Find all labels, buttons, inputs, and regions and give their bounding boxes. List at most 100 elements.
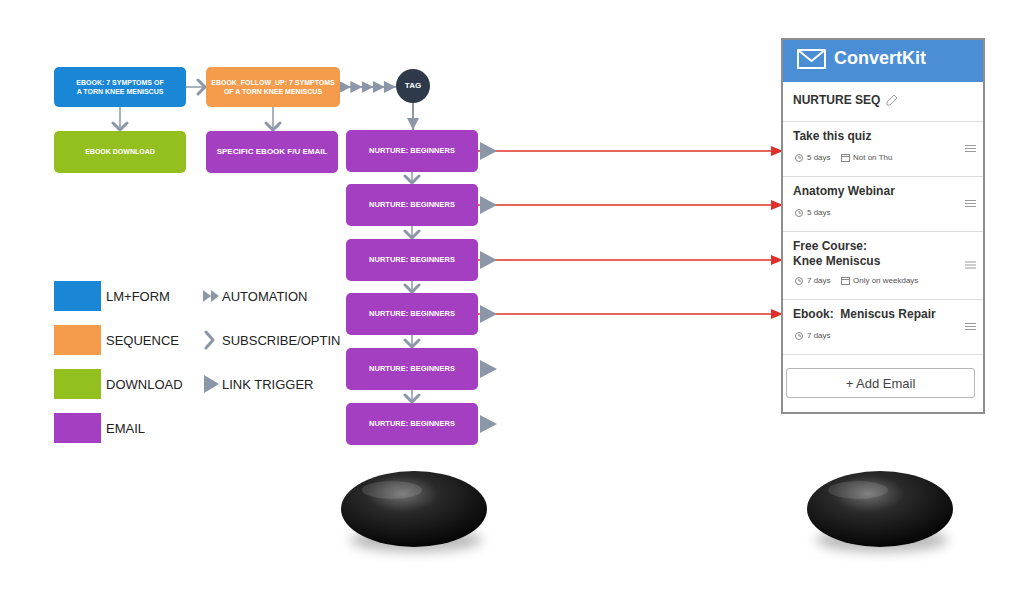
nurture-email-box: NURTURE: BEGINNERS bbox=[346, 293, 478, 335]
link-arrow bbox=[478, 259, 783, 261]
link-trigger-symbol bbox=[204, 375, 219, 393]
link-trigger-symbols bbox=[480, 142, 497, 433]
legend-label: LINK TRIGGER bbox=[222, 377, 314, 392]
add-email-button: + Add Email bbox=[786, 368, 975, 398]
delay-text: 7 days bbox=[807, 331, 831, 341]
flow-connector bbox=[411, 172, 413, 184]
drag-handles bbox=[965, 146, 976, 330]
drag-handle bbox=[965, 201, 976, 207]
legend-label: SEQUENCE bbox=[106, 333, 179, 348]
node-label: NURTURE: BEGINNERS bbox=[369, 255, 455, 265]
node-label: NURTURE: BEGINNERS bbox=[369, 364, 455, 374]
legend-swatch bbox=[54, 369, 101, 399]
tag-circle: TAG bbox=[396, 69, 430, 103]
envelope-body bbox=[798, 50, 825, 68]
legend-label: LM+FORM bbox=[106, 289, 170, 304]
legend-label: SUBSCRIBE/OPTIN bbox=[222, 333, 340, 348]
nurture-email-box: NURTURE: BEGINNERS bbox=[346, 403, 478, 445]
node-label: NURTURE: BEGINNERS bbox=[369, 200, 455, 210]
delay-text: 5 days bbox=[807, 153, 831, 163]
drag-handle bbox=[965, 324, 976, 330]
lead-magnet-box: EBOOK: 7 SYMPTOMS OF A TORN KNEE MENISCU… bbox=[54, 67, 186, 107]
node-label: NURTURE: BEGINNERS bbox=[369, 419, 455, 429]
envelope-flap bbox=[798, 50, 825, 61]
drag-handle bbox=[965, 146, 976, 152]
email-title: Anatomy Webinar bbox=[793, 184, 953, 199]
legend-entry: EMAIL bbox=[54, 413, 145, 443]
tag-circle-outline bbox=[396, 69, 430, 103]
link-trigger-symbol bbox=[480, 196, 497, 214]
node-label: NURTURE: BEGINNERS bbox=[369, 146, 455, 156]
stone-gloss bbox=[828, 481, 888, 499]
calendar-icon bbox=[842, 156, 850, 157]
legend-symbols bbox=[203, 290, 219, 393]
link-arrow bbox=[478, 150, 783, 152]
link-arrow bbox=[478, 204, 783, 206]
calendar-icon bbox=[842, 279, 850, 280]
flow-connector bbox=[412, 103, 414, 130]
envelope-icon bbox=[798, 50, 825, 68]
legend-entry: DOWNLOAD bbox=[54, 369, 183, 399]
email-row: Take this quiz5 daysNot on Thu bbox=[783, 121, 983, 176]
row-separator bbox=[783, 299, 983, 300]
row-separator bbox=[783, 121, 983, 122]
flow-connector bbox=[186, 86, 206, 88]
stone bbox=[341, 471, 487, 547]
node-label: EBOOK DOWNLOAD bbox=[85, 147, 155, 156]
calendar-icon bbox=[842, 155, 850, 162]
pencil-icon bbox=[887, 95, 897, 105]
email-title: Free Course: Knee Meniscus bbox=[793, 239, 893, 269]
email-row: Ebook: Meniscus Repair 7 days bbox=[783, 299, 983, 354]
flow-connector bbox=[411, 226, 413, 239]
legend-entry: SUBSCRIBE/OPTIN bbox=[222, 325, 340, 355]
nurture-email-box: NURTURE: BEGINNERS bbox=[346, 130, 478, 172]
stone-illustration bbox=[341, 471, 487, 552]
download-box: EBOOK DOWNLOAD bbox=[54, 131, 186, 173]
link-trigger-symbol bbox=[480, 142, 497, 160]
delay-text: 5 days bbox=[807, 208, 831, 218]
link-trigger-symbol bbox=[480, 251, 497, 269]
email-title: Take this quiz bbox=[793, 129, 953, 144]
email-box: SPECIFIC EBOOK F/U EMAIL bbox=[206, 131, 338, 173]
automation-symbol bbox=[211, 290, 219, 302]
row-separator bbox=[783, 176, 983, 177]
email-row: Free Course: Knee Meniscus7 daysOnly on … bbox=[783, 231, 983, 299]
legend-label: AUTOMATION bbox=[222, 289, 307, 304]
flow-connector bbox=[411, 281, 413, 293]
legend-label: DOWNLOAD bbox=[106, 377, 183, 392]
nurture-email-box: NURTURE: BEGINNERS bbox=[346, 239, 478, 281]
legend-swatch bbox=[54, 413, 101, 443]
drag-handle bbox=[965, 262, 976, 268]
stone-gloss bbox=[362, 481, 422, 499]
legend-label: EMAIL bbox=[106, 421, 145, 436]
nurture-email-box: NURTURE: BEGINNERS bbox=[346, 184, 478, 226]
subscribe-symbol bbox=[206, 332, 213, 348]
node-label: EBOOK: 7 SYMPTOMS OF A TORN KNEE MENISCU… bbox=[74, 78, 166, 97]
row-separator bbox=[783, 354, 983, 355]
node-label: EBOOK_FOLLOW_UP: 7 SYMPTOMS OF A TORN KN… bbox=[211, 78, 335, 97]
nurture-email-box: NURTURE: BEGINNERS bbox=[346, 348, 478, 390]
legend-entry: LM+FORM bbox=[54, 281, 170, 311]
stone bbox=[807, 471, 953, 547]
row-separator bbox=[783, 231, 983, 232]
legend-entry: LINK TRIGGER bbox=[222, 369, 314, 399]
legend-entry: AUTOMATION bbox=[222, 281, 307, 311]
app-logo-text: ConvertKit bbox=[834, 48, 926, 70]
legend-entry: SEQUENCE bbox=[54, 325, 179, 355]
sequence-title: NURTURE SEQ bbox=[793, 93, 880, 107]
legend-swatch bbox=[54, 281, 101, 311]
node-label: + Add Email bbox=[846, 376, 916, 391]
flow-connector bbox=[411, 390, 413, 403]
link-trigger-symbol bbox=[480, 305, 497, 323]
email-row: Anatomy Webinar 5 days bbox=[783, 176, 983, 231]
legend-swatch bbox=[54, 325, 101, 355]
calendar-icon bbox=[842, 278, 850, 285]
node-label: NURTURE: BEGINNERS bbox=[369, 309, 455, 319]
node-label: SPECIFIC EBOOK F/U EMAIL bbox=[217, 147, 328, 158]
email-title: Ebook: Meniscus Repair bbox=[793, 307, 953, 322]
delay-text: 7 days bbox=[807, 276, 831, 286]
panel-header bbox=[783, 40, 983, 82]
flow-connector bbox=[411, 335, 413, 348]
stone-illustration bbox=[807, 471, 953, 552]
